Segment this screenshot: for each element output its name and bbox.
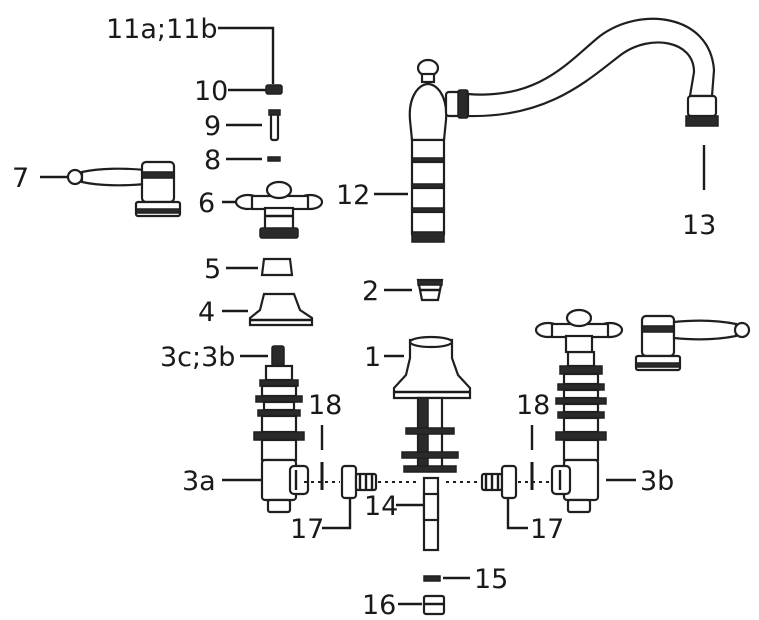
label-17-left: 17: [290, 514, 324, 545]
label-1: 1: [364, 342, 381, 373]
label-7: 7: [12, 163, 29, 194]
label-18-left: 18: [308, 390, 342, 421]
shank-14: [401, 396, 459, 552]
label-2: 2: [362, 276, 379, 307]
valve-body-3b: [550, 350, 607, 514]
spout-body-12: [408, 58, 448, 243]
label-3b: 3b: [640, 466, 674, 497]
spout-arm-13: [444, 17, 719, 127]
label-16: 16: [362, 590, 396, 620]
nut-2: [416, 278, 444, 302]
screw-9: [268, 109, 281, 142]
escutcheon-4: [248, 292, 314, 327]
nut-16: [422, 594, 446, 616]
label-8: 8: [204, 145, 221, 176]
label-6: 6: [198, 188, 215, 219]
label-15: 15: [474, 564, 508, 595]
aerator-cap-10: [265, 84, 283, 95]
cartridge-stem-3c: [271, 345, 285, 367]
label-12: 12: [336, 180, 370, 211]
label-11a-11b: 11a;11b: [106, 14, 218, 45]
label-5: 5: [204, 254, 221, 285]
lever-handle-right: [634, 314, 751, 372]
label-17-right: 17: [530, 514, 564, 545]
center-base-1: [392, 335, 472, 400]
sleeve-5: [260, 257, 294, 277]
label-18-right: 18: [516, 390, 550, 421]
cross-handle-6: [234, 180, 324, 239]
label-14: 14: [364, 491, 398, 522]
washer-8: [267, 156, 281, 162]
label-9: 9: [204, 111, 221, 142]
part-labels: 11a;11b 10 9 8 7 6 12 13 5 2 4 3c;3b 1 1…: [12, 14, 716, 620]
leader-lines: [40, 26, 706, 606]
label-13: 13: [682, 210, 716, 241]
supply-connector-17-right: [446, 464, 556, 500]
cross-handle-right: [534, 308, 624, 354]
lever-handle-7: [66, 160, 182, 218]
label-4: 4: [198, 297, 215, 328]
label-3c-3b: 3c;3b: [160, 342, 235, 373]
label-10: 10: [194, 76, 228, 107]
washer-15: [423, 575, 441, 582]
valve-body-3a: [253, 364, 310, 514]
supply-connector-17-left: [304, 464, 416, 500]
label-3a: 3a: [182, 466, 216, 497]
